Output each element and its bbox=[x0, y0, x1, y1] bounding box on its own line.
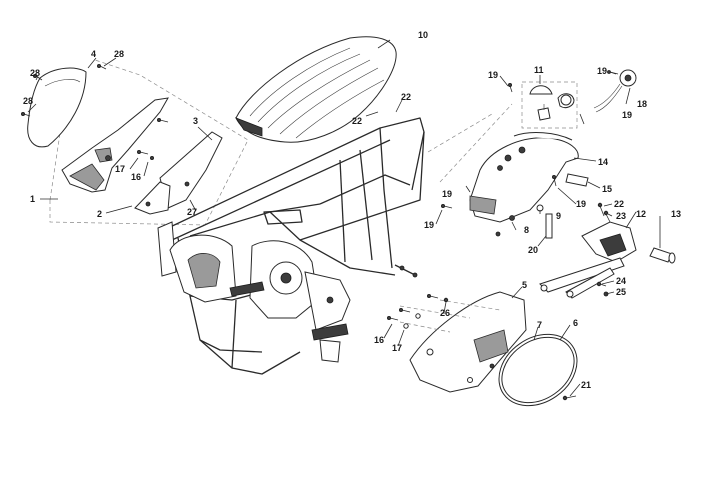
callout-16a: 16 bbox=[131, 172, 141, 182]
group-box-taillight bbox=[427, 81, 578, 183]
callout-17b: 17 bbox=[392, 343, 402, 353]
callout-11: 11 bbox=[534, 65, 544, 75]
callout-19d: 19 bbox=[576, 199, 586, 209]
seat-part bbox=[234, 36, 397, 143]
callout-22a: 22 bbox=[401, 92, 411, 102]
callout-8: 8 bbox=[524, 225, 529, 235]
callout-3: 3 bbox=[193, 116, 198, 126]
side-panel-part bbox=[134, 131, 223, 215]
callout-27: 27 bbox=[187, 207, 197, 217]
callout-labels: 1 2 3 4 28 28 28 17 16 27 10 22 22 11 19… bbox=[23, 30, 681, 390]
callout-22c: 22 bbox=[614, 199, 624, 209]
callout-1: 1 bbox=[30, 194, 35, 204]
callout-26: 26 bbox=[440, 308, 450, 318]
bolts-left bbox=[20, 64, 169, 160]
callout-24: 24 bbox=[616, 276, 626, 286]
callout-19b: 19 bbox=[597, 66, 607, 76]
callout-19c: 19 bbox=[622, 110, 632, 120]
callout-9: 9 bbox=[556, 211, 561, 221]
callout-18: 18 bbox=[637, 99, 647, 109]
callout-22b: 22 bbox=[352, 116, 362, 126]
callout-28a: 28 bbox=[114, 49, 124, 59]
callout-13: 13 bbox=[671, 209, 681, 219]
right-side-panel-part bbox=[399, 291, 527, 393]
leader-lines bbox=[27, 39, 661, 397]
callout-14: 14 bbox=[598, 157, 608, 167]
callout-12: 12 bbox=[636, 209, 646, 219]
indicator-part bbox=[649, 247, 676, 264]
callout-20: 20 bbox=[528, 245, 538, 255]
group-box-left-cover bbox=[49, 59, 249, 226]
callout-16b: 16 bbox=[374, 335, 384, 345]
callout-28c: 28 bbox=[23, 96, 33, 106]
callout-21: 21 bbox=[581, 380, 591, 390]
rod-and-fasteners bbox=[440, 83, 557, 239]
callout-19f: 19 bbox=[424, 220, 434, 230]
screws-lower bbox=[386, 293, 577, 401]
callout-10: 10 bbox=[418, 30, 428, 40]
main-frame-part bbox=[157, 117, 425, 375]
reflector-tube-part bbox=[565, 173, 589, 187]
callout-15: 15 bbox=[602, 184, 612, 194]
callout-6: 6 bbox=[573, 318, 578, 328]
callout-2: 2 bbox=[97, 209, 102, 219]
callout-25: 25 bbox=[616, 287, 626, 297]
callout-17a: 17 bbox=[115, 164, 125, 174]
callout-5: 5 bbox=[522, 280, 527, 290]
callout-4: 4 bbox=[91, 49, 96, 59]
tail-light-part bbox=[529, 85, 585, 125]
gasket-rings-part bbox=[498, 333, 578, 407]
callout-19e: 19 bbox=[442, 189, 452, 199]
license-light-part bbox=[593, 69, 637, 113]
callout-23: 23 bbox=[616, 211, 626, 221]
callout-28b: 28 bbox=[30, 68, 40, 78]
rear-fender-part bbox=[469, 132, 579, 223]
callout-19a: 19 bbox=[488, 70, 498, 80]
left-bracket-part bbox=[61, 97, 169, 193]
callout-7: 7 bbox=[537, 320, 542, 330]
